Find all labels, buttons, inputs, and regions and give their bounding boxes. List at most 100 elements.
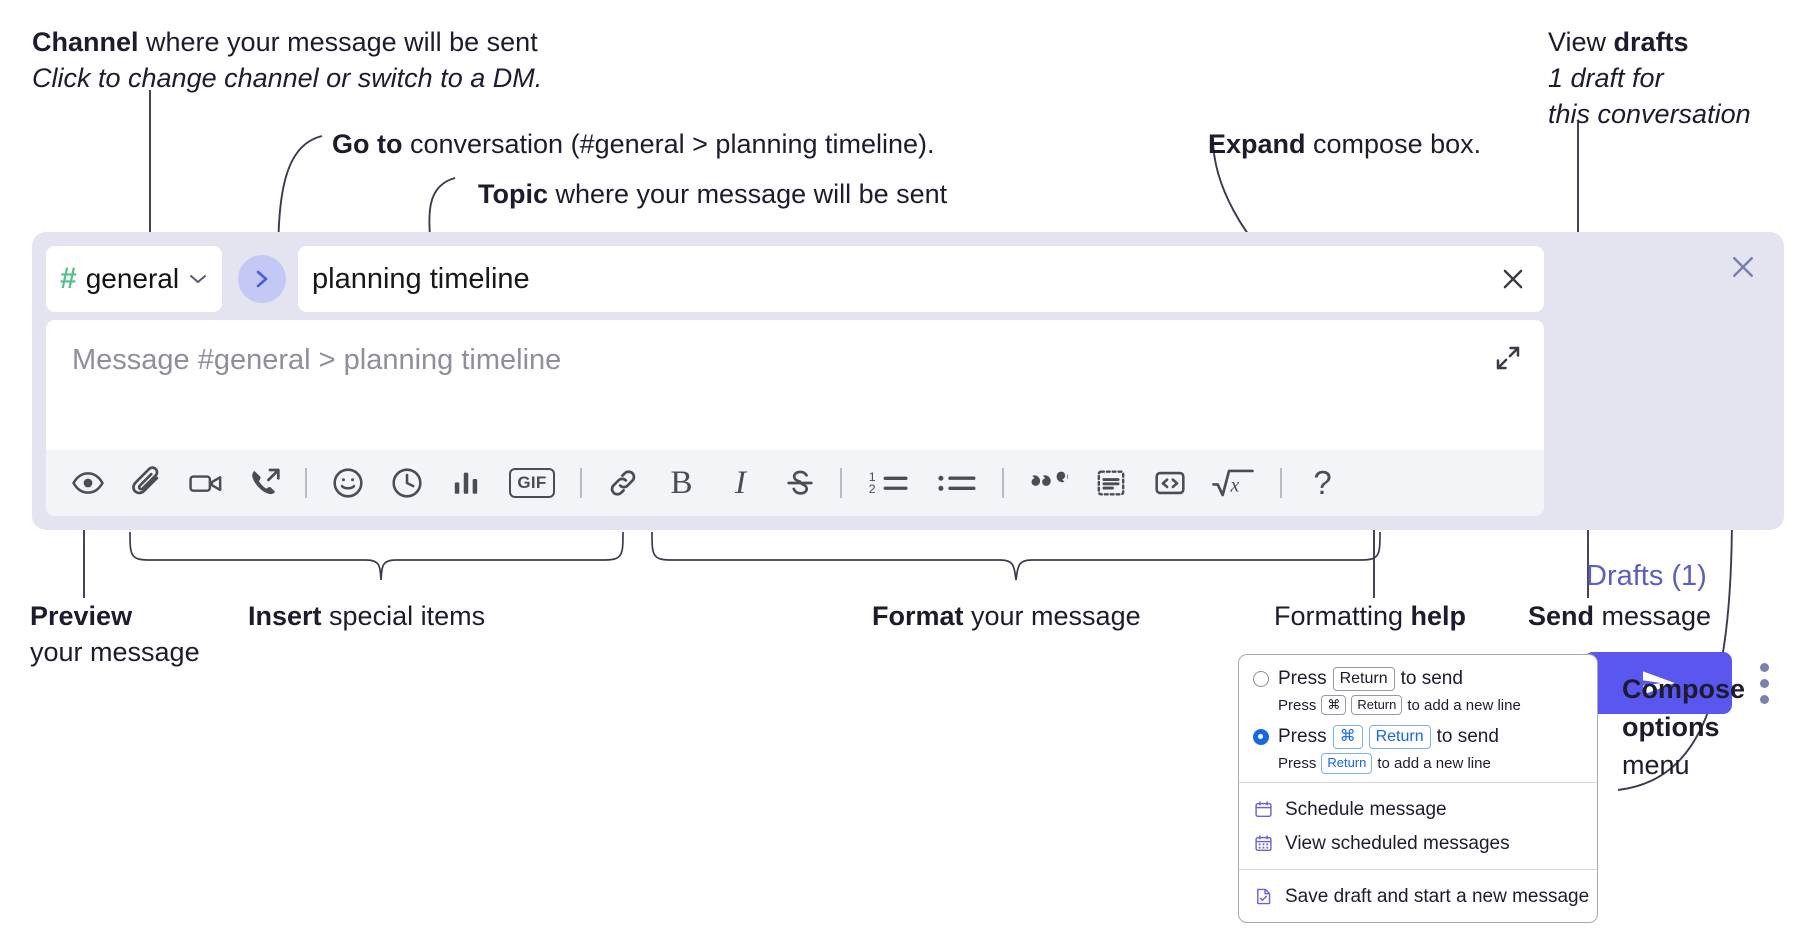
go-to-conversation-button[interactable] <box>238 255 286 303</box>
annotation-expand-rest: compose box. <box>1305 129 1482 159</box>
channel-selector[interactable]: # general <box>46 246 222 312</box>
calendar-icon <box>1253 799 1274 820</box>
compose-box: # general planning timeline <box>32 232 1784 714</box>
annotation-format-bold: Format <box>872 601 964 631</box>
clear-topic-icon[interactable] <box>1496 262 1530 296</box>
video-clip-button[interactable] <box>182 460 229 507</box>
bulleted-list-button[interactable] <box>929 460 985 507</box>
annotation-insert: Insert special items <box>248 598 485 634</box>
ordered-list-button[interactable]: 1 2 <box>859 460 917 507</box>
toolbar-separator <box>305 468 307 498</box>
message-input[interactable]: Message #general > planning timeline <box>72 344 562 376</box>
annotation-insert-bold: Insert <box>248 601 322 631</box>
opt0-sub-post: to add a new line <box>1407 696 1521 714</box>
menu-item-save-draft[interactable]: Save draft and start a new message <box>1239 880 1597 914</box>
send-button[interactable] <box>1584 652 1732 714</box>
annotation-send-rest: message <box>1594 601 1712 631</box>
menu-item-label: Save draft and start a new message <box>1285 885 1590 907</box>
poll-button[interactable] <box>442 460 489 507</box>
hash-icon: # <box>60 262 77 295</box>
topic-input[interactable]: planning timeline <box>298 246 1544 312</box>
kebab-dot <box>1759 678 1769 688</box>
gif-label: GIF <box>509 468 555 498</box>
audio-clip-button[interactable] <box>241 460 288 507</box>
formatting-help-button[interactable]: ? <box>1299 460 1346 507</box>
key-cmd: ⌘ <box>1332 725 1363 750</box>
chevron-down-icon <box>188 270 208 288</box>
topic-value: planning timeline <box>312 262 530 295</box>
radio-return[interactable] <box>1253 671 1269 687</box>
radio-cmd-return[interactable] <box>1253 729 1269 746</box>
annotation-compose-options: Compose options menu <box>1622 670 1745 784</box>
attach-button[interactable] <box>123 460 170 507</box>
menu-divider <box>1239 781 1597 783</box>
svg-text:1: 1 <box>869 470 876 484</box>
close-compose-button[interactable] <box>1722 246 1764 288</box>
opt0-sub-pre: Press <box>1278 696 1317 714</box>
send-shortcut-options: Press Return to send Press ⌘ Return to a… <box>1239 655 1597 782</box>
link-button[interactable] <box>599 460 646 507</box>
formatting-toolbar: GIF B I <box>46 450 1544 516</box>
annotation-channel-rest: where your message will be sent <box>138 27 538 57</box>
compose-options-button[interactable] <box>1748 652 1780 714</box>
code-block-button[interactable] <box>1087 460 1134 507</box>
gif-button[interactable]: GIF <box>501 460 563 507</box>
annotation-format: Format your message <box>872 598 1141 634</box>
drafts-link[interactable]: Drafts (1) <box>1586 560 1707 592</box>
toolbar-separator <box>580 468 582 498</box>
kebab-dot <box>1759 694 1769 704</box>
toolbar-separator <box>1280 468 1282 498</box>
menu-item-schedule-message[interactable]: Schedule message <box>1239 793 1597 827</box>
key-return: Return <box>1351 695 1403 716</box>
preview-button[interactable] <box>64 460 111 507</box>
annotation-preview-bold: Preview <box>30 601 133 631</box>
menu-item-view-scheduled-messages[interactable]: View scheduled messages <box>1239 827 1597 861</box>
annotation-goto: Go to conversation (#general > planning … <box>332 126 935 162</box>
math-button[interactable]: x <box>1205 460 1263 507</box>
annotation-co-line1: Compose <box>1622 674 1746 704</box>
annotation-drafts-sub1: 1 draft for <box>1548 63 1664 93</box>
schedule-section: Schedule message <box>1239 783 1597 869</box>
key-return: Return <box>1321 753 1373 774</box>
italic-button[interactable]: I <box>717 460 764 507</box>
annotation-topic: Topic where your message will be sent <box>478 176 947 212</box>
annotation-goto-rest: conversation (#general > planning timeli… <box>402 129 935 159</box>
send-option-cmd-return[interactable]: Press ⌘ Return to send Press Return to a… <box>1239 723 1597 774</box>
annotation-fh-bold: help <box>1410 601 1467 631</box>
annotation-co-line3: menu <box>1622 750 1690 780</box>
file-check-icon <box>1253 886 1274 907</box>
annotation-insert-rest: special items <box>321 601 486 631</box>
strikethrough-button[interactable] <box>776 460 823 507</box>
annotation-expand: Expand compose box. <box>1208 126 1481 162</box>
annotation-send: Send message <box>1528 598 1711 634</box>
kebab-dot <box>1759 662 1769 672</box>
expand-icon[interactable] <box>1490 340 1526 376</box>
opt0-pre: Press <box>1278 668 1327 689</box>
inline-code-button[interactable] <box>1146 460 1193 507</box>
channel-name: general <box>85 263 180 294</box>
compose-inner: # general planning timeline <box>46 246 1544 516</box>
blockquote-button[interactable] <box>1021 460 1075 507</box>
calendar-grid-icon <box>1253 833 1274 854</box>
annotation-formatting-help: Formatting help <box>1274 598 1466 634</box>
opt0-post: to send <box>1400 668 1463 689</box>
emoji-button[interactable] <box>324 460 371 507</box>
draft-section: Save draft and start a new message <box>1239 870 1597 922</box>
annotation-topic-rest: where your message will be sent <box>548 179 948 209</box>
annotation-fh-plain: Formatting <box>1274 601 1411 631</box>
toolbar-separator <box>1002 468 1004 498</box>
reminder-button[interactable] <box>383 460 430 507</box>
bold-button[interactable]: B <box>658 460 705 507</box>
menu-item-label: Schedule message <box>1285 798 1447 820</box>
send-option-return[interactable]: Press Return to send Press ⌘ Return to a… <box>1239 665 1597 716</box>
annotation-drafts: View drafts 1 draft for this conversatio… <box>1548 24 1751 132</box>
bold-label: B <box>670 464 693 501</box>
help-label: ? <box>1313 464 1332 501</box>
opt1-sub-post: to add a new line <box>1377 754 1491 772</box>
annotation-channel-bold: Channel <box>32 27 139 57</box>
annotation-expand-bold: Expand <box>1208 129 1306 159</box>
svg-text:x: x <box>1229 475 1239 497</box>
message-card: Message #general > planning timeline <box>46 320 1544 516</box>
annotation-channel: Channel where your message will be sent … <box>32 24 542 96</box>
